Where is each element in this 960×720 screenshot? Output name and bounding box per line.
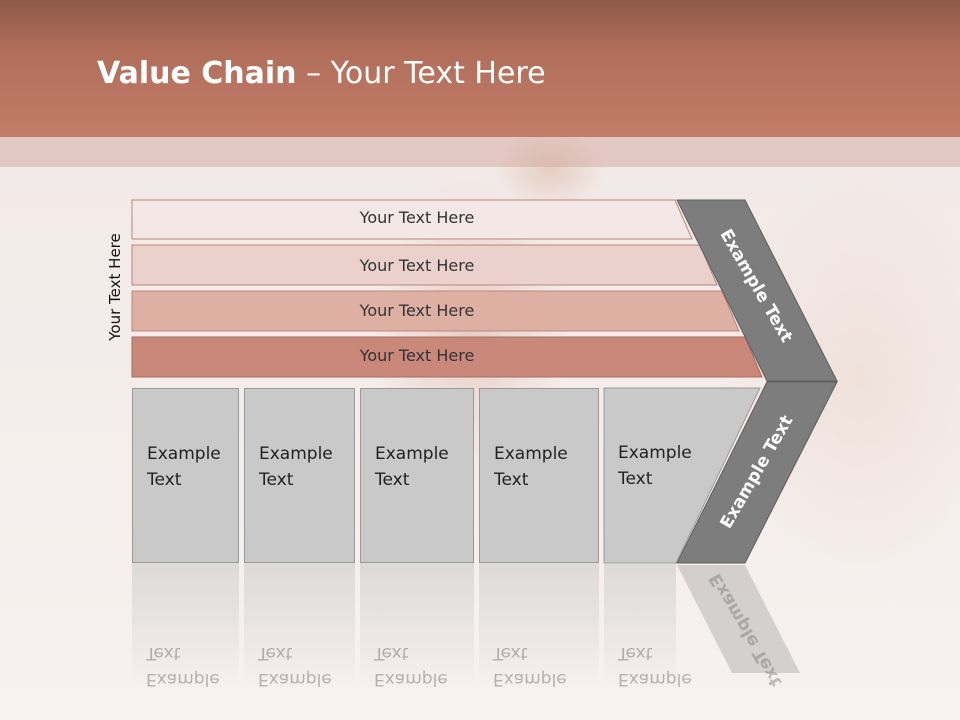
chevron-lower — [676, 381, 838, 564]
chevron-reflection — [677, 565, 800, 673]
bar-2-shape — [131, 244, 718, 286]
header-banner — [0, 0, 960, 137]
box-5-shape — [603, 387, 761, 564]
slide-title: Value Chain – Your Text Here — [97, 56, 546, 91]
header-band — [0, 137, 960, 167]
bar-4-label: Your Text Here — [359, 346, 475, 365]
bar-4-shape — [131, 336, 763, 378]
bar-2-label: Your Text Here — [359, 256, 475, 275]
chevron-upper — [676, 199, 838, 382]
bar-3-shape — [131, 290, 740, 332]
bar-1-shape — [131, 199, 693, 240]
title-rest: – Your Text Here — [296, 56, 546, 91]
bar-1-label: Your Text Here — [359, 208, 475, 227]
title-bold: Value Chain — [97, 56, 297, 91]
bar-3-label: Your Text Here — [359, 301, 475, 320]
